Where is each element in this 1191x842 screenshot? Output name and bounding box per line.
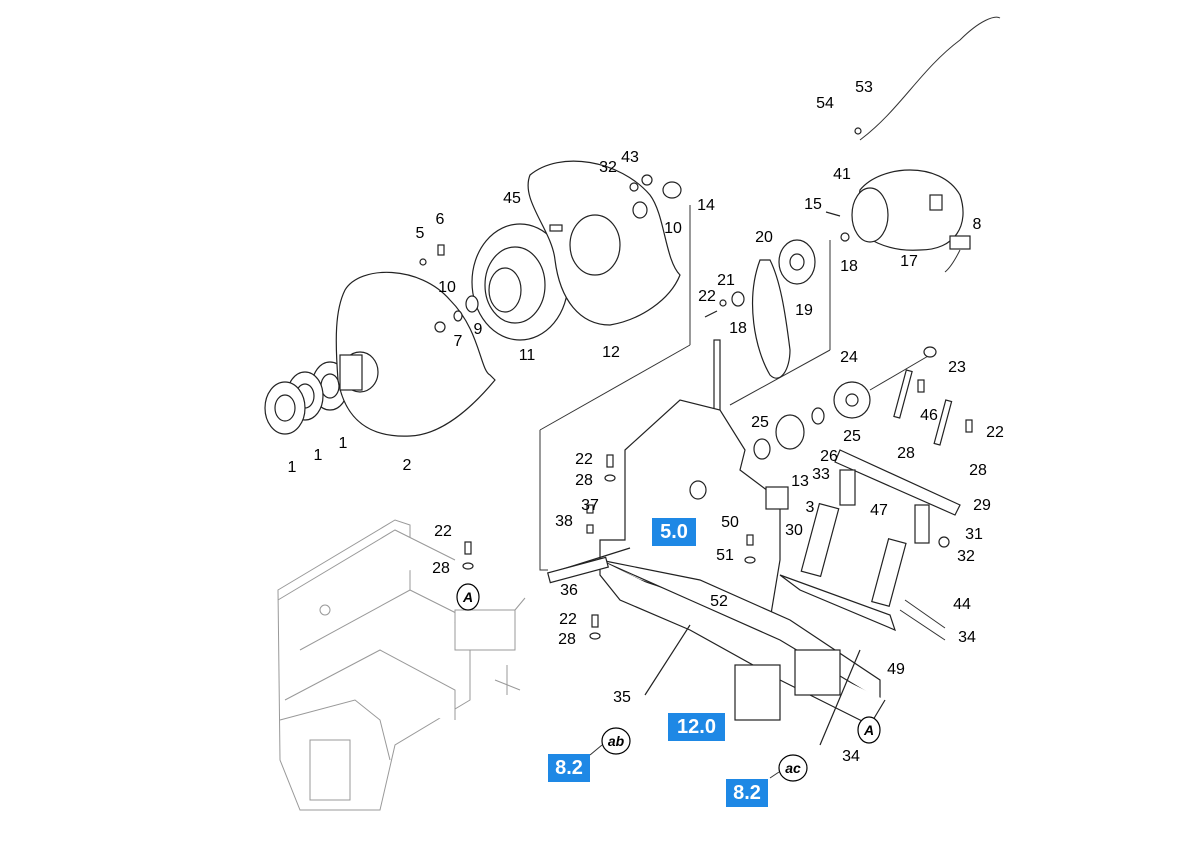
svg-text:A: A	[462, 589, 473, 605]
section-badge-8-2-left[interactable]: 8.2	[548, 754, 590, 782]
part-label-28[interactable]: 28	[575, 472, 593, 489]
ref-circle-ac[interactable]: ac	[778, 754, 808, 782]
chassis-bracket	[546, 346, 961, 746]
part-label-54[interactable]: 54	[816, 95, 834, 112]
part-label-2[interactable]: 2	[403, 457, 412, 474]
part-label-46[interactable]: 46	[920, 407, 938, 424]
ref-circle-a-right[interactable]: A	[857, 716, 881, 744]
part-label-13[interactable]: 13	[791, 473, 809, 490]
part-label-32[interactable]: 32	[957, 548, 975, 565]
part-label-11[interactable]: 11	[519, 347, 536, 364]
part-label-47[interactable]: 47	[870, 502, 888, 519]
part-label-44[interactable]: 44	[953, 596, 971, 613]
part-label-7[interactable]: 7	[454, 333, 463, 350]
svg-text:ab: ab	[608, 733, 625, 749]
part-label-28[interactable]: 28	[432, 560, 450, 577]
assembly-outline-lines	[539, 205, 946, 641]
section-badge-8-2-right[interactable]: 8.2	[726, 779, 768, 807]
part-label-15[interactable]: 15	[804, 196, 822, 213]
part-label-22[interactable]: 22	[986, 424, 1004, 441]
part-label-1[interactable]: 1	[339, 435, 348, 452]
part-label-14[interactable]: 14	[697, 197, 715, 214]
part-label-10[interactable]: 10	[438, 279, 456, 296]
part-label-45[interactable]: 45	[503, 190, 521, 207]
svg-text:A: A	[863, 722, 874, 738]
part-label-30[interactable]: 30	[785, 522, 803, 539]
part-label-5[interactable]: 5	[416, 225, 425, 242]
spacer-rings	[264, 361, 349, 435]
part-label-41[interactable]: 41	[833, 166, 851, 183]
part-label-32[interactable]: 32	[599, 159, 617, 176]
part-label-28[interactable]: 28	[558, 631, 576, 648]
part-label-28[interactable]: 28	[897, 445, 915, 462]
part-label-33[interactable]: 33	[812, 466, 830, 483]
part-label-22[interactable]: 22	[698, 288, 716, 305]
part-label-6[interactable]: 6	[436, 211, 445, 228]
part-label-28[interactable]: 28	[969, 462, 987, 479]
part-label-26[interactable]: 26	[820, 448, 838, 465]
part-label-49[interactable]: 49	[887, 661, 905, 678]
part-label-34[interactable]: 34	[958, 629, 976, 646]
part-label-24[interactable]: 24	[840, 349, 858, 366]
part-label-29[interactable]: 29	[973, 497, 991, 514]
part-label-10[interactable]: 10	[664, 220, 682, 237]
part-label-25[interactable]: 25	[843, 428, 861, 445]
section-badge-5-0[interactable]: 5.0	[652, 518, 696, 546]
part-label-18[interactable]: 18	[729, 320, 747, 337]
part-label-52[interactable]: 52	[710, 593, 728, 610]
part-label-37[interactable]: 37	[581, 497, 599, 514]
section-badge-12-0[interactable]: 12.0	[668, 713, 725, 741]
part-label-12[interactable]: 12	[602, 344, 620, 361]
part-label-8[interactable]: 8	[973, 216, 982, 233]
part-label-31[interactable]: 31	[965, 526, 983, 543]
part-label-3[interactable]: 3	[806, 499, 815, 516]
part-label-22[interactable]: 22	[434, 523, 452, 540]
ref-circle-a-left[interactable]: A	[456, 583, 480, 611]
part-label-23[interactable]: 23	[948, 359, 966, 376]
chassis-frame-background	[277, 519, 526, 811]
part-label-1[interactable]: 1	[314, 447, 323, 464]
part-label-22[interactable]: 22	[575, 451, 593, 468]
reference-circles: A A ab ac	[456, 583, 881, 782]
part-label-34[interactable]: 34	[842, 748, 860, 765]
part-label-17[interactable]: 17	[900, 253, 918, 270]
part-label-1[interactable]: 1	[288, 459, 297, 476]
part-label-36[interactable]: 36	[560, 582, 578, 599]
part-label-22[interactable]: 22	[559, 611, 577, 628]
part-label-53[interactable]: 53	[855, 79, 873, 96]
impeller	[419, 223, 569, 341]
svg-text:ac: ac	[785, 760, 801, 776]
part-label-38[interactable]: 38	[555, 513, 573, 530]
ref-circle-ab[interactable]: ab	[601, 727, 631, 755]
part-label-25[interactable]: 25	[751, 414, 769, 431]
part-label-9[interactable]: 9	[474, 321, 483, 338]
part-label-21[interactable]: 21	[717, 272, 735, 289]
fasteners	[462, 379, 973, 640]
part-label-43[interactable]: 43	[621, 149, 639, 166]
fan-housing-rear	[527, 160, 682, 326]
motor	[825, 16, 1001, 273]
part-label-51[interactable]: 51	[716, 547, 734, 564]
part-label-50[interactable]: 50	[721, 514, 739, 531]
part-label-19[interactable]: 19	[795, 302, 813, 319]
part-label-35[interactable]: 35	[613, 689, 631, 706]
part-label-18[interactable]: 18	[840, 258, 858, 275]
part-label-20[interactable]: 20	[755, 229, 773, 246]
